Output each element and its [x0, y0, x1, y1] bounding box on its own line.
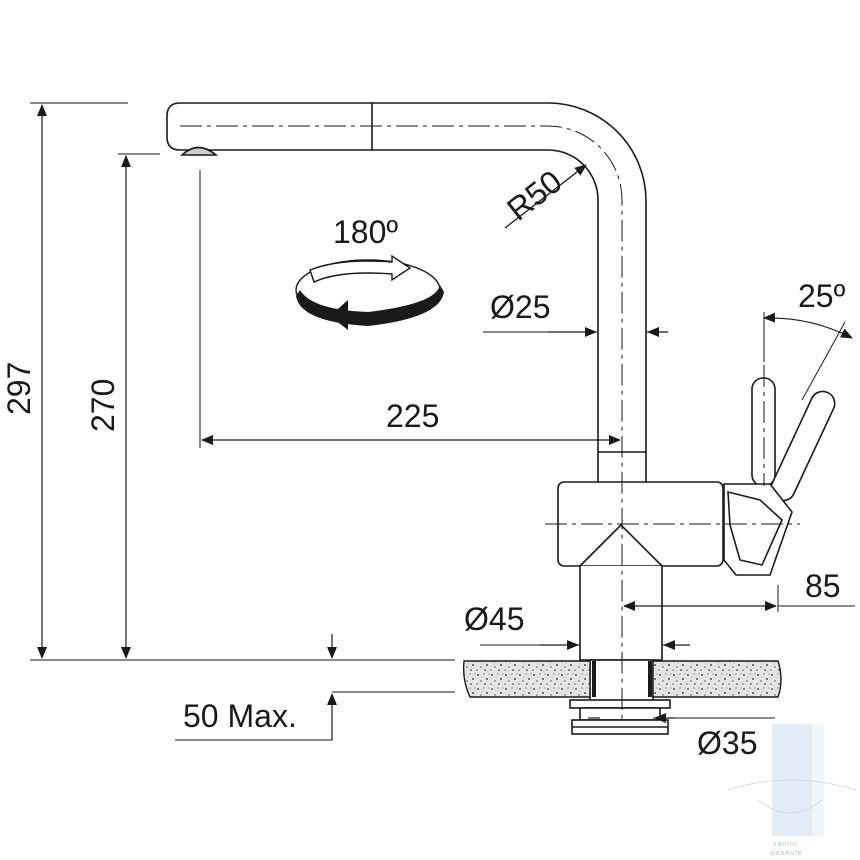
spout-outer-edge [180, 102, 647, 482]
counter-thickness-label: 50 Max. [183, 698, 297, 734]
spout-tip [166, 102, 181, 151]
lever-hub-inner [727, 490, 783, 566]
lever-offset-label: 85 [805, 568, 841, 604]
lever-angle-label: 25º [798, 278, 846, 314]
nut-top [569, 699, 671, 709]
dim-line-r50 [504, 164, 587, 229]
base-column [579, 566, 663, 661]
body-chevron [579, 523, 663, 567]
thread-diameter-label: Ø35 [697, 725, 757, 761]
rotation-label: 180º [333, 214, 398, 250]
lever-hub [723, 483, 793, 576]
base-diameter-label: Ø45 [464, 601, 524, 637]
spout-diameter-label: Ø25 [490, 289, 550, 325]
lever-tilted [770, 390, 836, 502]
rotation-arrows-icon [295, 254, 444, 330]
countertop [462, 660, 782, 698]
extension-lines [30, 102, 855, 741]
dimension-lines [37, 104, 853, 740]
spout-height-label: 270 [85, 379, 121, 432]
watermark-text-2: pasaule [771, 850, 803, 857]
spout-radius-label: R50 [500, 163, 568, 228]
center-lines [180, 125, 800, 720]
reach-label: 225 [386, 398, 439, 434]
total-height-label: 297 [1, 362, 37, 415]
watermark-logo: vannu pasaule [727, 724, 857, 857]
dim-arc-25 [763, 312, 853, 339]
watermark-text-1: vannu [773, 841, 797, 848]
aerator [179, 146, 219, 156]
